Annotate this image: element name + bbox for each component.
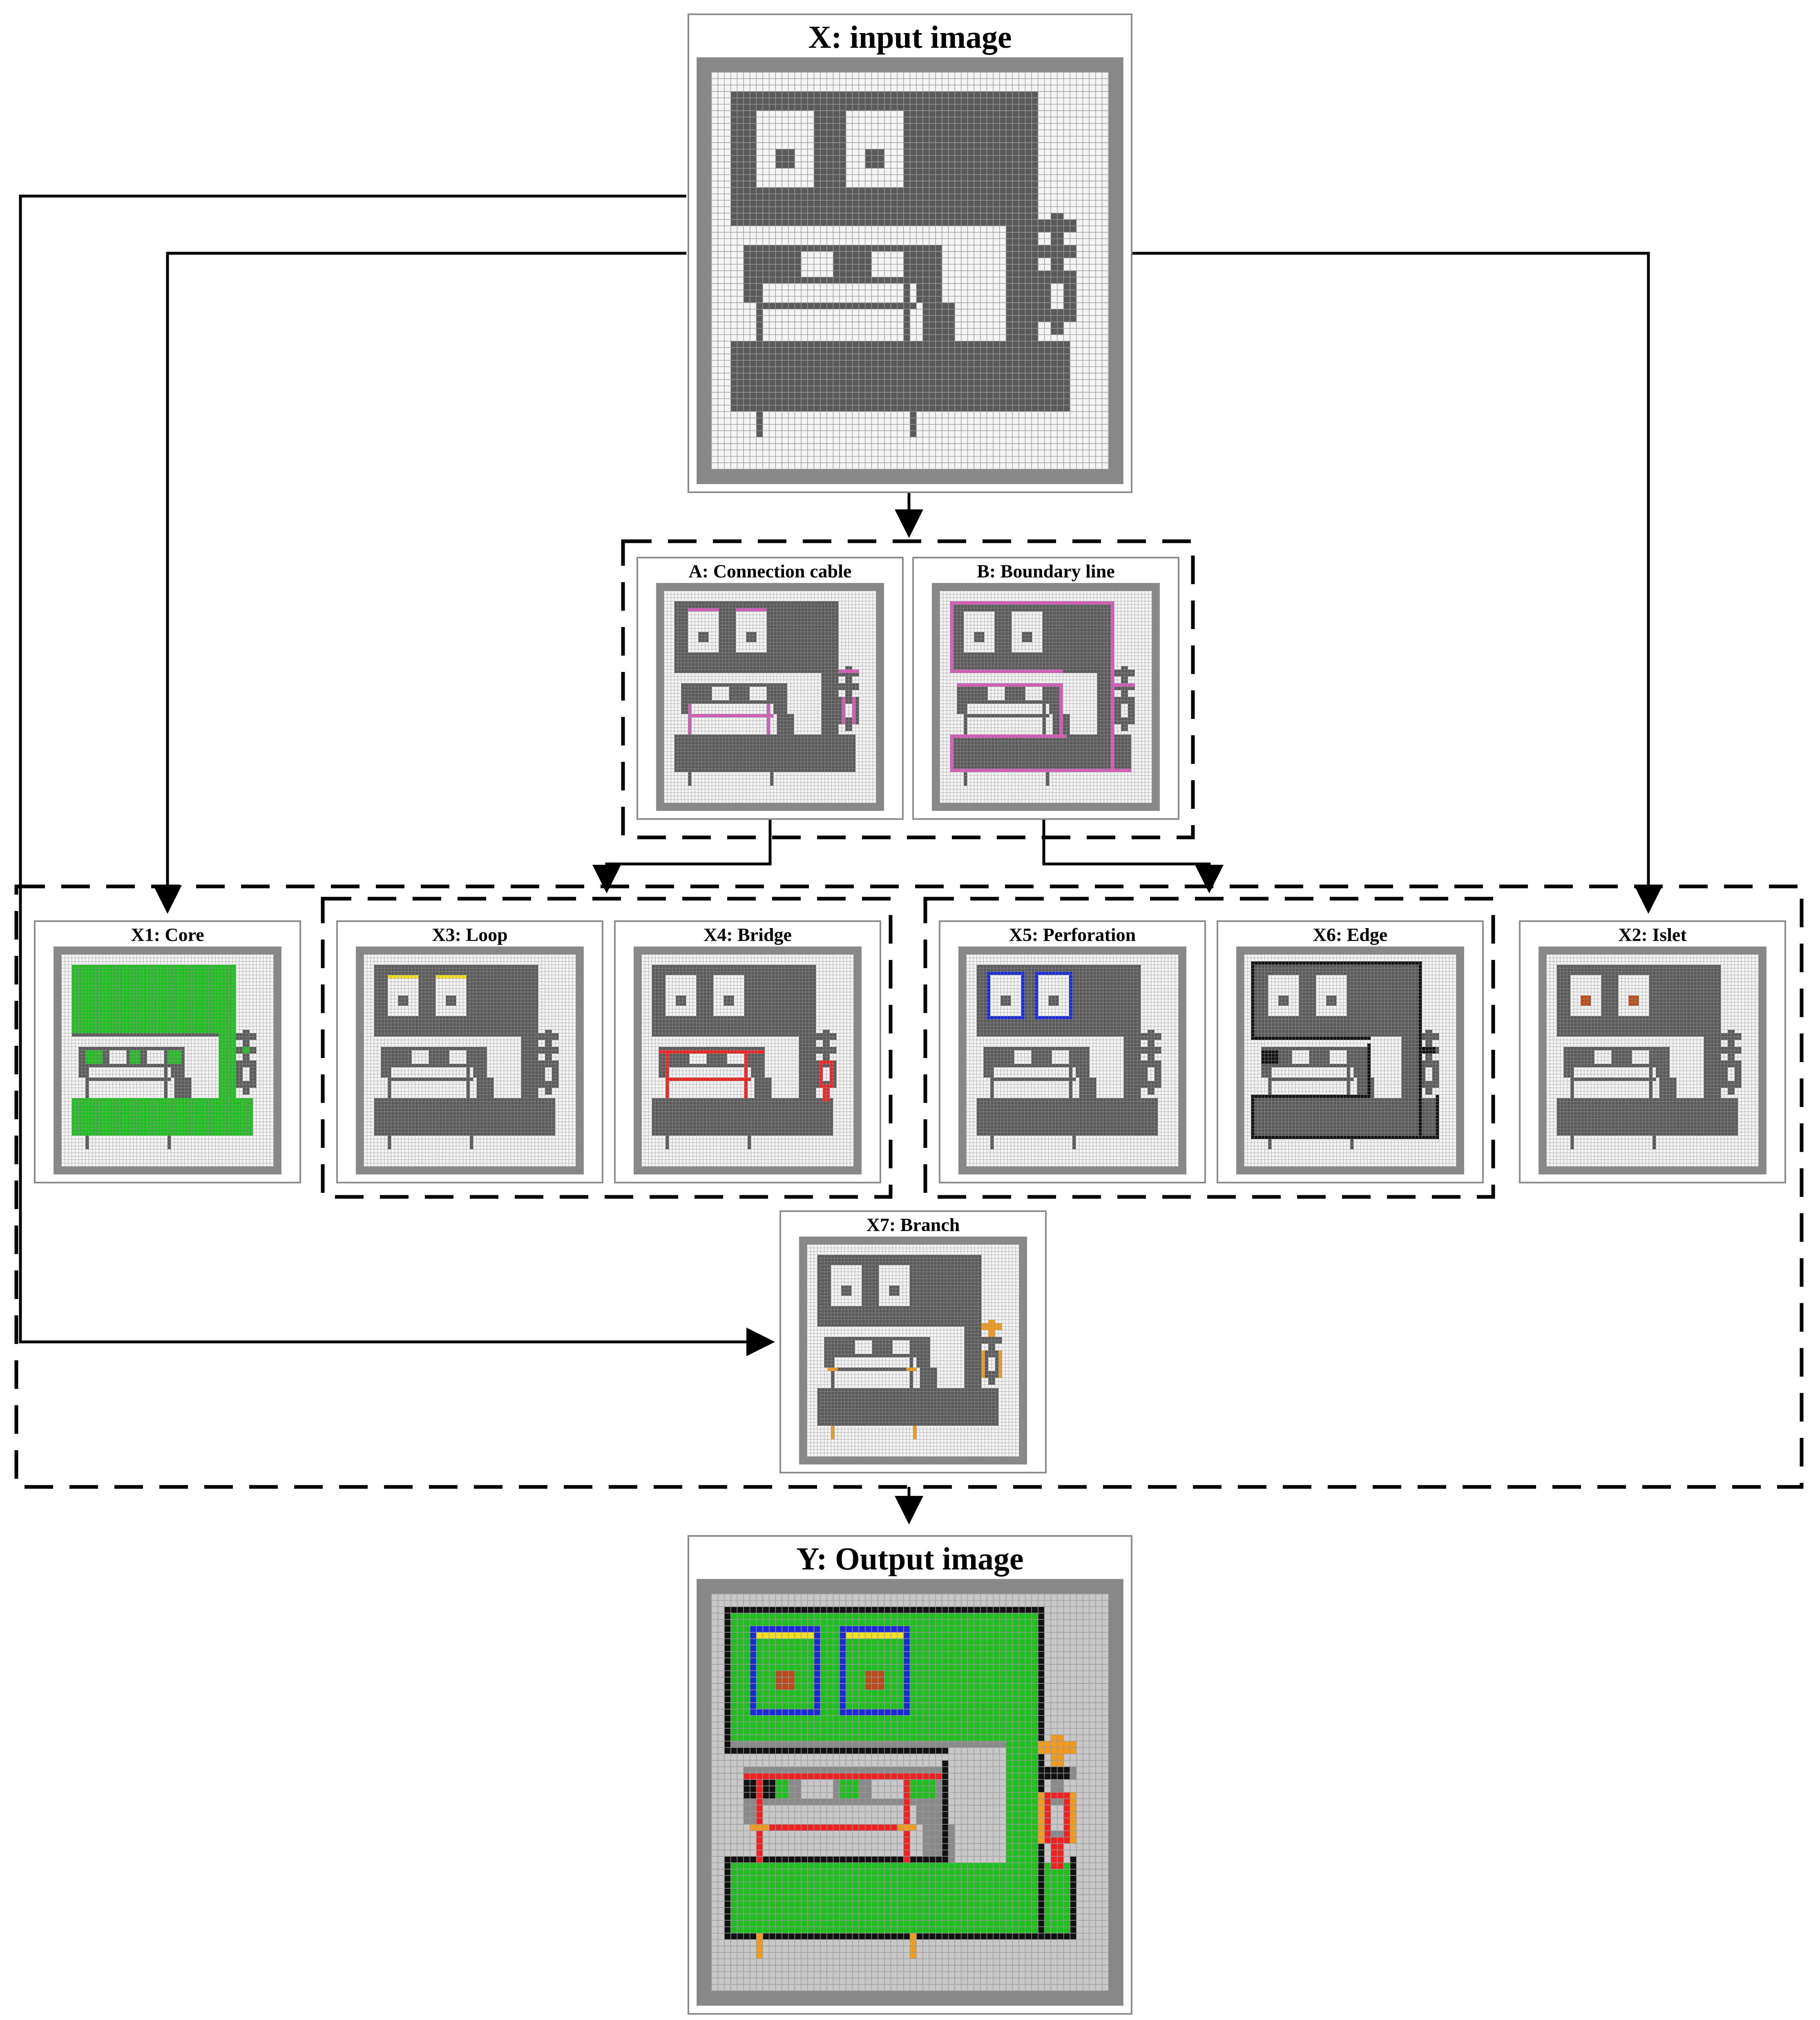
arrow-input-to-core	[153, 252, 686, 914]
panel-title: X5: Perforation	[1009, 924, 1136, 945]
connection-cable-image	[656, 583, 884, 811]
panel-branch: X7: Branch	[779, 1210, 1047, 1473]
group-box-ab	[621, 539, 1195, 839]
dashed-group-boxes	[14, 539, 1804, 1489]
perforation-image	[958, 946, 1186, 1174]
edge-image	[1236, 946, 1464, 1174]
panel-title: X2: Islet	[1618, 924, 1687, 945]
group-box-loop-bridge	[321, 897, 893, 1199]
panel-title: X1: Core	[131, 924, 204, 945]
input-grid-image	[697, 57, 1123, 484]
core-image	[54, 946, 281, 1174]
bridge-image	[634, 946, 862, 1174]
boundary-line-image	[932, 583, 1160, 811]
panel-core: X1: Core	[34, 920, 301, 1183]
arrow-input-to-branch	[19, 194, 775, 1356]
arrow-a-to-loop-bridge	[592, 819, 772, 893]
flow-arrows	[19, 194, 1663, 1524]
panel-title: A: Connection cable	[689, 560, 852, 581]
group-box-features	[14, 884, 1804, 1489]
loop-image	[356, 946, 584, 1174]
islet-image	[1539, 946, 1766, 1174]
panel-title: B: Boundary line	[977, 560, 1114, 581]
panel-boundary-line: B: Boundary line	[912, 557, 1179, 820]
panel-title: X4: Bridge	[703, 924, 792, 945]
panel-perforation: X5: Perforation	[939, 920, 1206, 1183]
panel-bridge: X4: Bridge	[614, 920, 881, 1183]
panel-islet: X2: Islet	[1519, 920, 1786, 1183]
group-box-perforation-edge	[923, 897, 1495, 1199]
panel-title: Y: Output image	[796, 1541, 1023, 1576]
panel-title: X: input image	[808, 19, 1012, 55]
branch-image	[799, 1237, 1027, 1464]
panel-input: X: input image	[688, 13, 1132, 493]
panel-title: X6: Edge	[1313, 924, 1388, 945]
panel-connection-cable: A: Connection cable	[636, 557, 904, 820]
panel-loop: X3: Loop	[336, 920, 603, 1183]
panel-title: X3: Loop	[432, 924, 507, 945]
panel-output: Y: Output image	[688, 1535, 1132, 2015]
arrow-input-to-islet	[1132, 252, 1663, 914]
output-grid-image	[697, 1579, 1123, 2006]
panel-title: X7: Branch	[866, 1214, 960, 1235]
panels: X: input image A: Connection cable B: Boun…	[34, 13, 1786, 2015]
arrow-b-to-perforation-edge	[1042, 819, 1224, 893]
panel-edge: X6: Edge	[1217, 920, 1484, 1183]
